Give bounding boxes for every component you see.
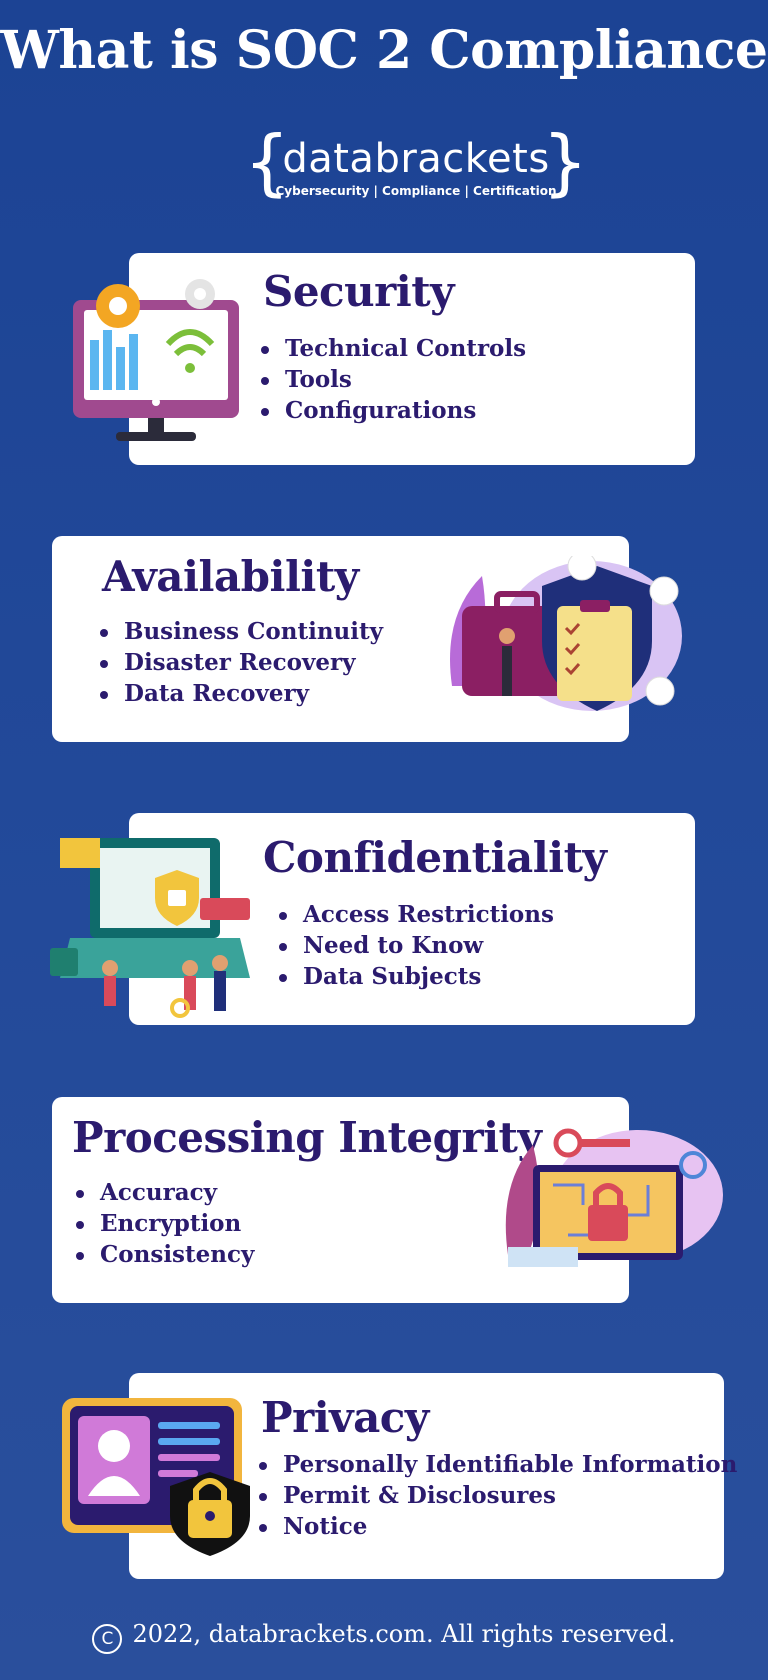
briefcase-shield-icon	[450, 556, 682, 711]
footer: C 2022, databrackets.com. All rights rese…	[0, 1620, 768, 1654]
list-item: Encryption	[74, 1208, 254, 1239]
list-item: Data Recovery	[98, 678, 383, 709]
security-heading: Security	[263, 267, 455, 316]
laptop-lock-icon	[50, 838, 250, 1018]
list-item: Tools	[259, 364, 526, 395]
list-item: Consistency	[74, 1239, 254, 1270]
id-card-lock-icon	[62, 1398, 250, 1556]
brand-name: databrackets	[282, 136, 550, 182]
processing-integrity-heading: Processing Integrity	[72, 1113, 542, 1162]
security-list: Technical Controls Tools Configurations	[259, 333, 526, 426]
security-card: Security Technical Controls Tools Config…	[129, 253, 695, 465]
confidentiality-list: Access Restrictions Need to Know Data Su…	[277, 899, 554, 992]
list-item: Configurations	[259, 395, 526, 426]
computer-monitor-icon	[73, 279, 239, 441]
list-item: Notice	[257, 1511, 737, 1542]
list-item: Access Restrictions	[277, 899, 554, 930]
list-item: Accuracy	[74, 1177, 254, 1208]
privacy-heading: Privacy	[261, 1393, 429, 1442]
list-item: Permit & Disclosures	[257, 1480, 737, 1511]
list-item: Business Continuity	[98, 616, 383, 647]
availability-heading: Availability	[102, 552, 359, 601]
list-item: Need to Know	[277, 930, 554, 961]
page-title: What is SOC 2 Compliance	[0, 20, 768, 81]
list-item: Technical Controls	[259, 333, 526, 364]
availability-list: Business Continuity Disaster Recovery Da…	[98, 616, 383, 709]
right-brace-icon: }	[542, 120, 588, 204]
list-item: Data Subjects	[277, 961, 554, 992]
confidentiality-heading: Confidentiality	[263, 833, 607, 882]
copyright-icon: C	[92, 1624, 123, 1654]
processing-integrity-card: Processing Integrity Accuracy Encryption…	[52, 1097, 629, 1303]
list-item: Disaster Recovery	[98, 647, 383, 678]
privacy-list: Personally Identifiable Information Perm…	[257, 1449, 737, 1542]
processing-integrity-list: Accuracy Encryption Consistency	[74, 1177, 254, 1270]
brand-logo: { databrackets Cybersecurity | Complianc…	[244, 124, 588, 206]
footer-text: 2022, databrackets.com. All rights reser…	[132, 1620, 676, 1648]
availability-card: Availability Business Continuity Disaste…	[52, 536, 629, 742]
brand-tagline: Cybersecurity | Compliance | Certificati…	[275, 184, 557, 198]
circuit-lock-key-icon	[505, 1128, 723, 1267]
list-item: Personally Identifiable Information	[257, 1449, 737, 1480]
left-brace-icon: {	[244, 120, 290, 204]
